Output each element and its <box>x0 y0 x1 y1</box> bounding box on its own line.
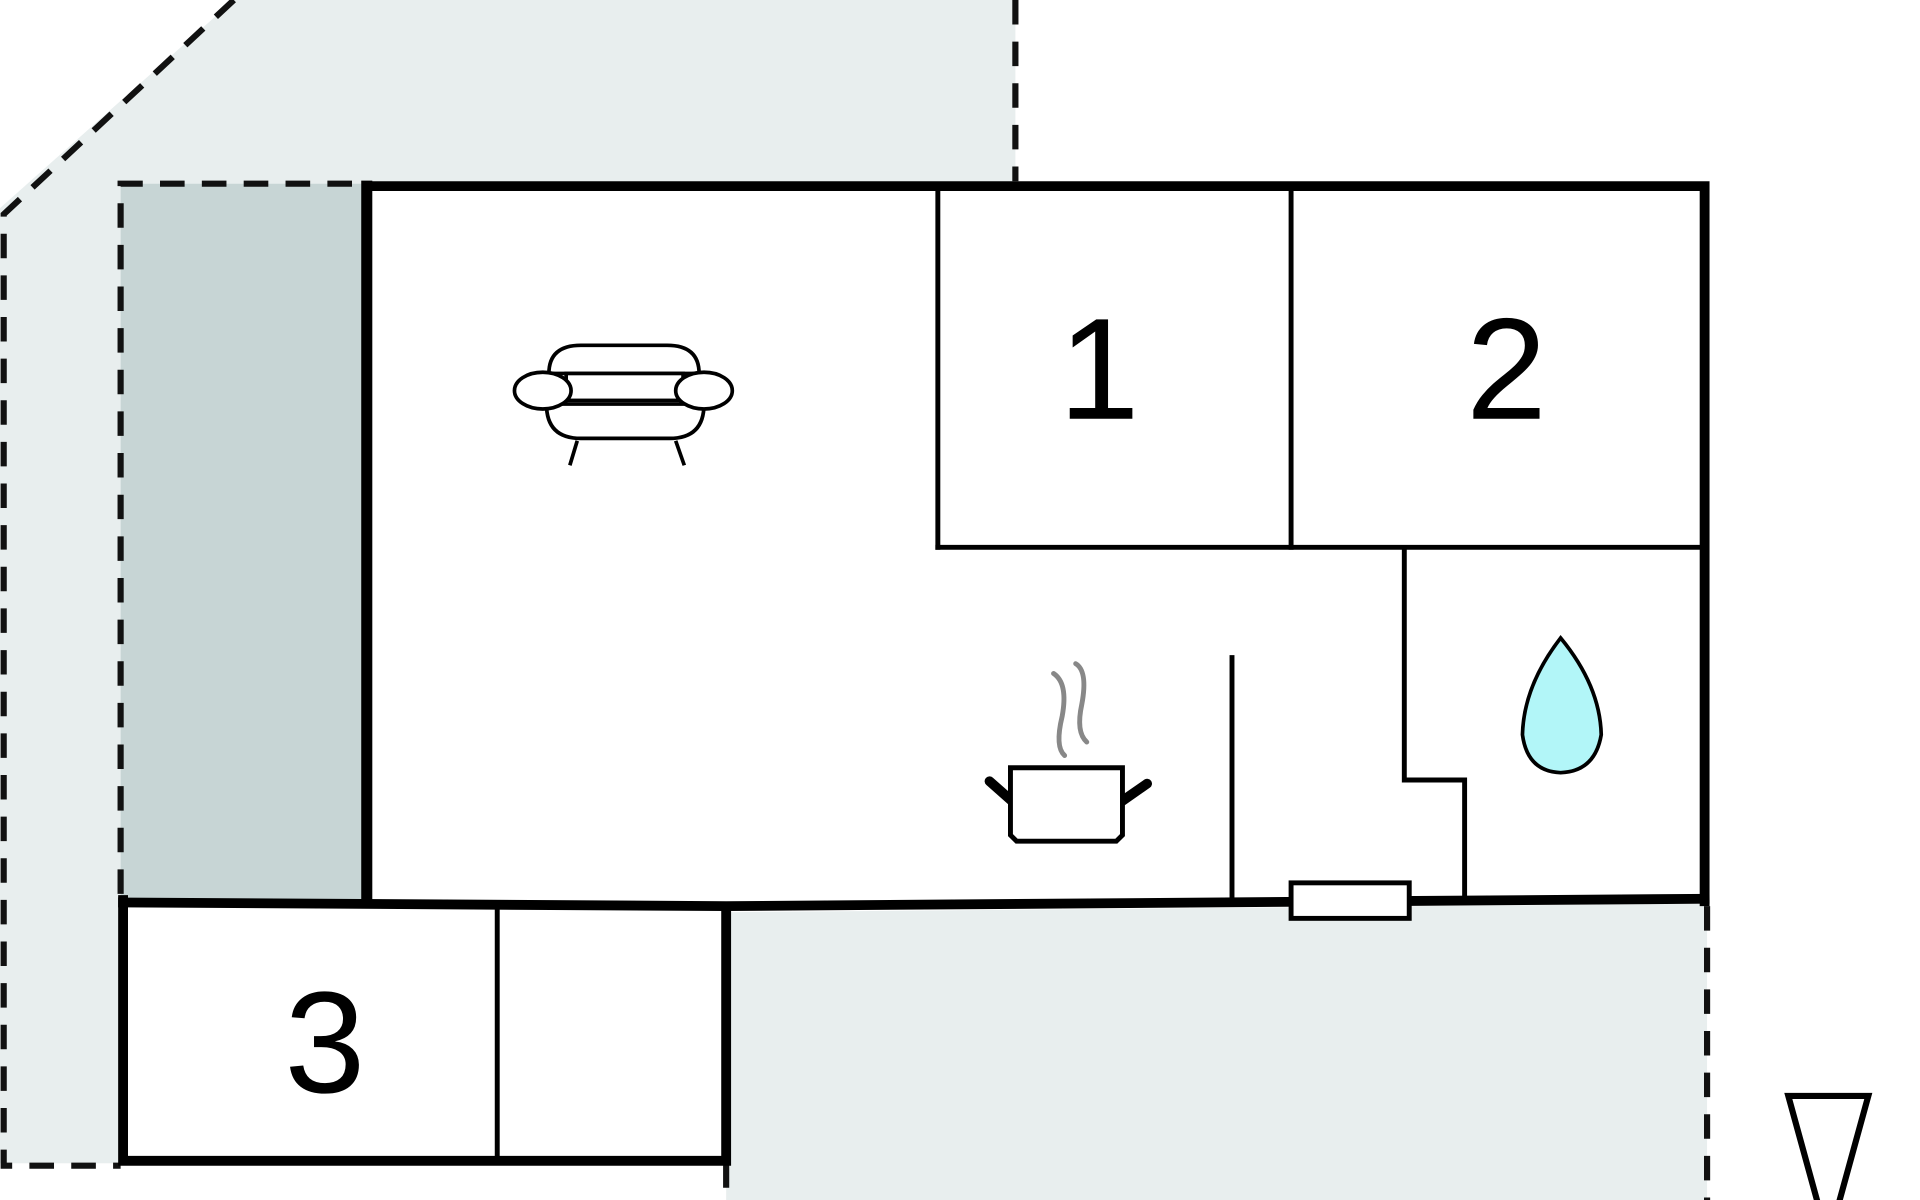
outdoor-area-bottom <box>726 903 1708 1200</box>
room-label-3: 3 <box>285 962 366 1124</box>
water-drop-icon <box>1520 635 1604 775</box>
entrance-triangle-icon <box>1784 1092 1873 1200</box>
outdoor-area-top-left <box>0 0 1016 1164</box>
property-boundary <box>0 0 1711 1200</box>
cooking-pot-icon <box>984 661 1152 844</box>
window <box>1288 880 1412 921</box>
room-label-1: 1 <box>1059 288 1140 450</box>
terrace <box>120 183 365 900</box>
sofa-icon <box>512 343 735 466</box>
room-label-2: 2 <box>1466 288 1547 450</box>
